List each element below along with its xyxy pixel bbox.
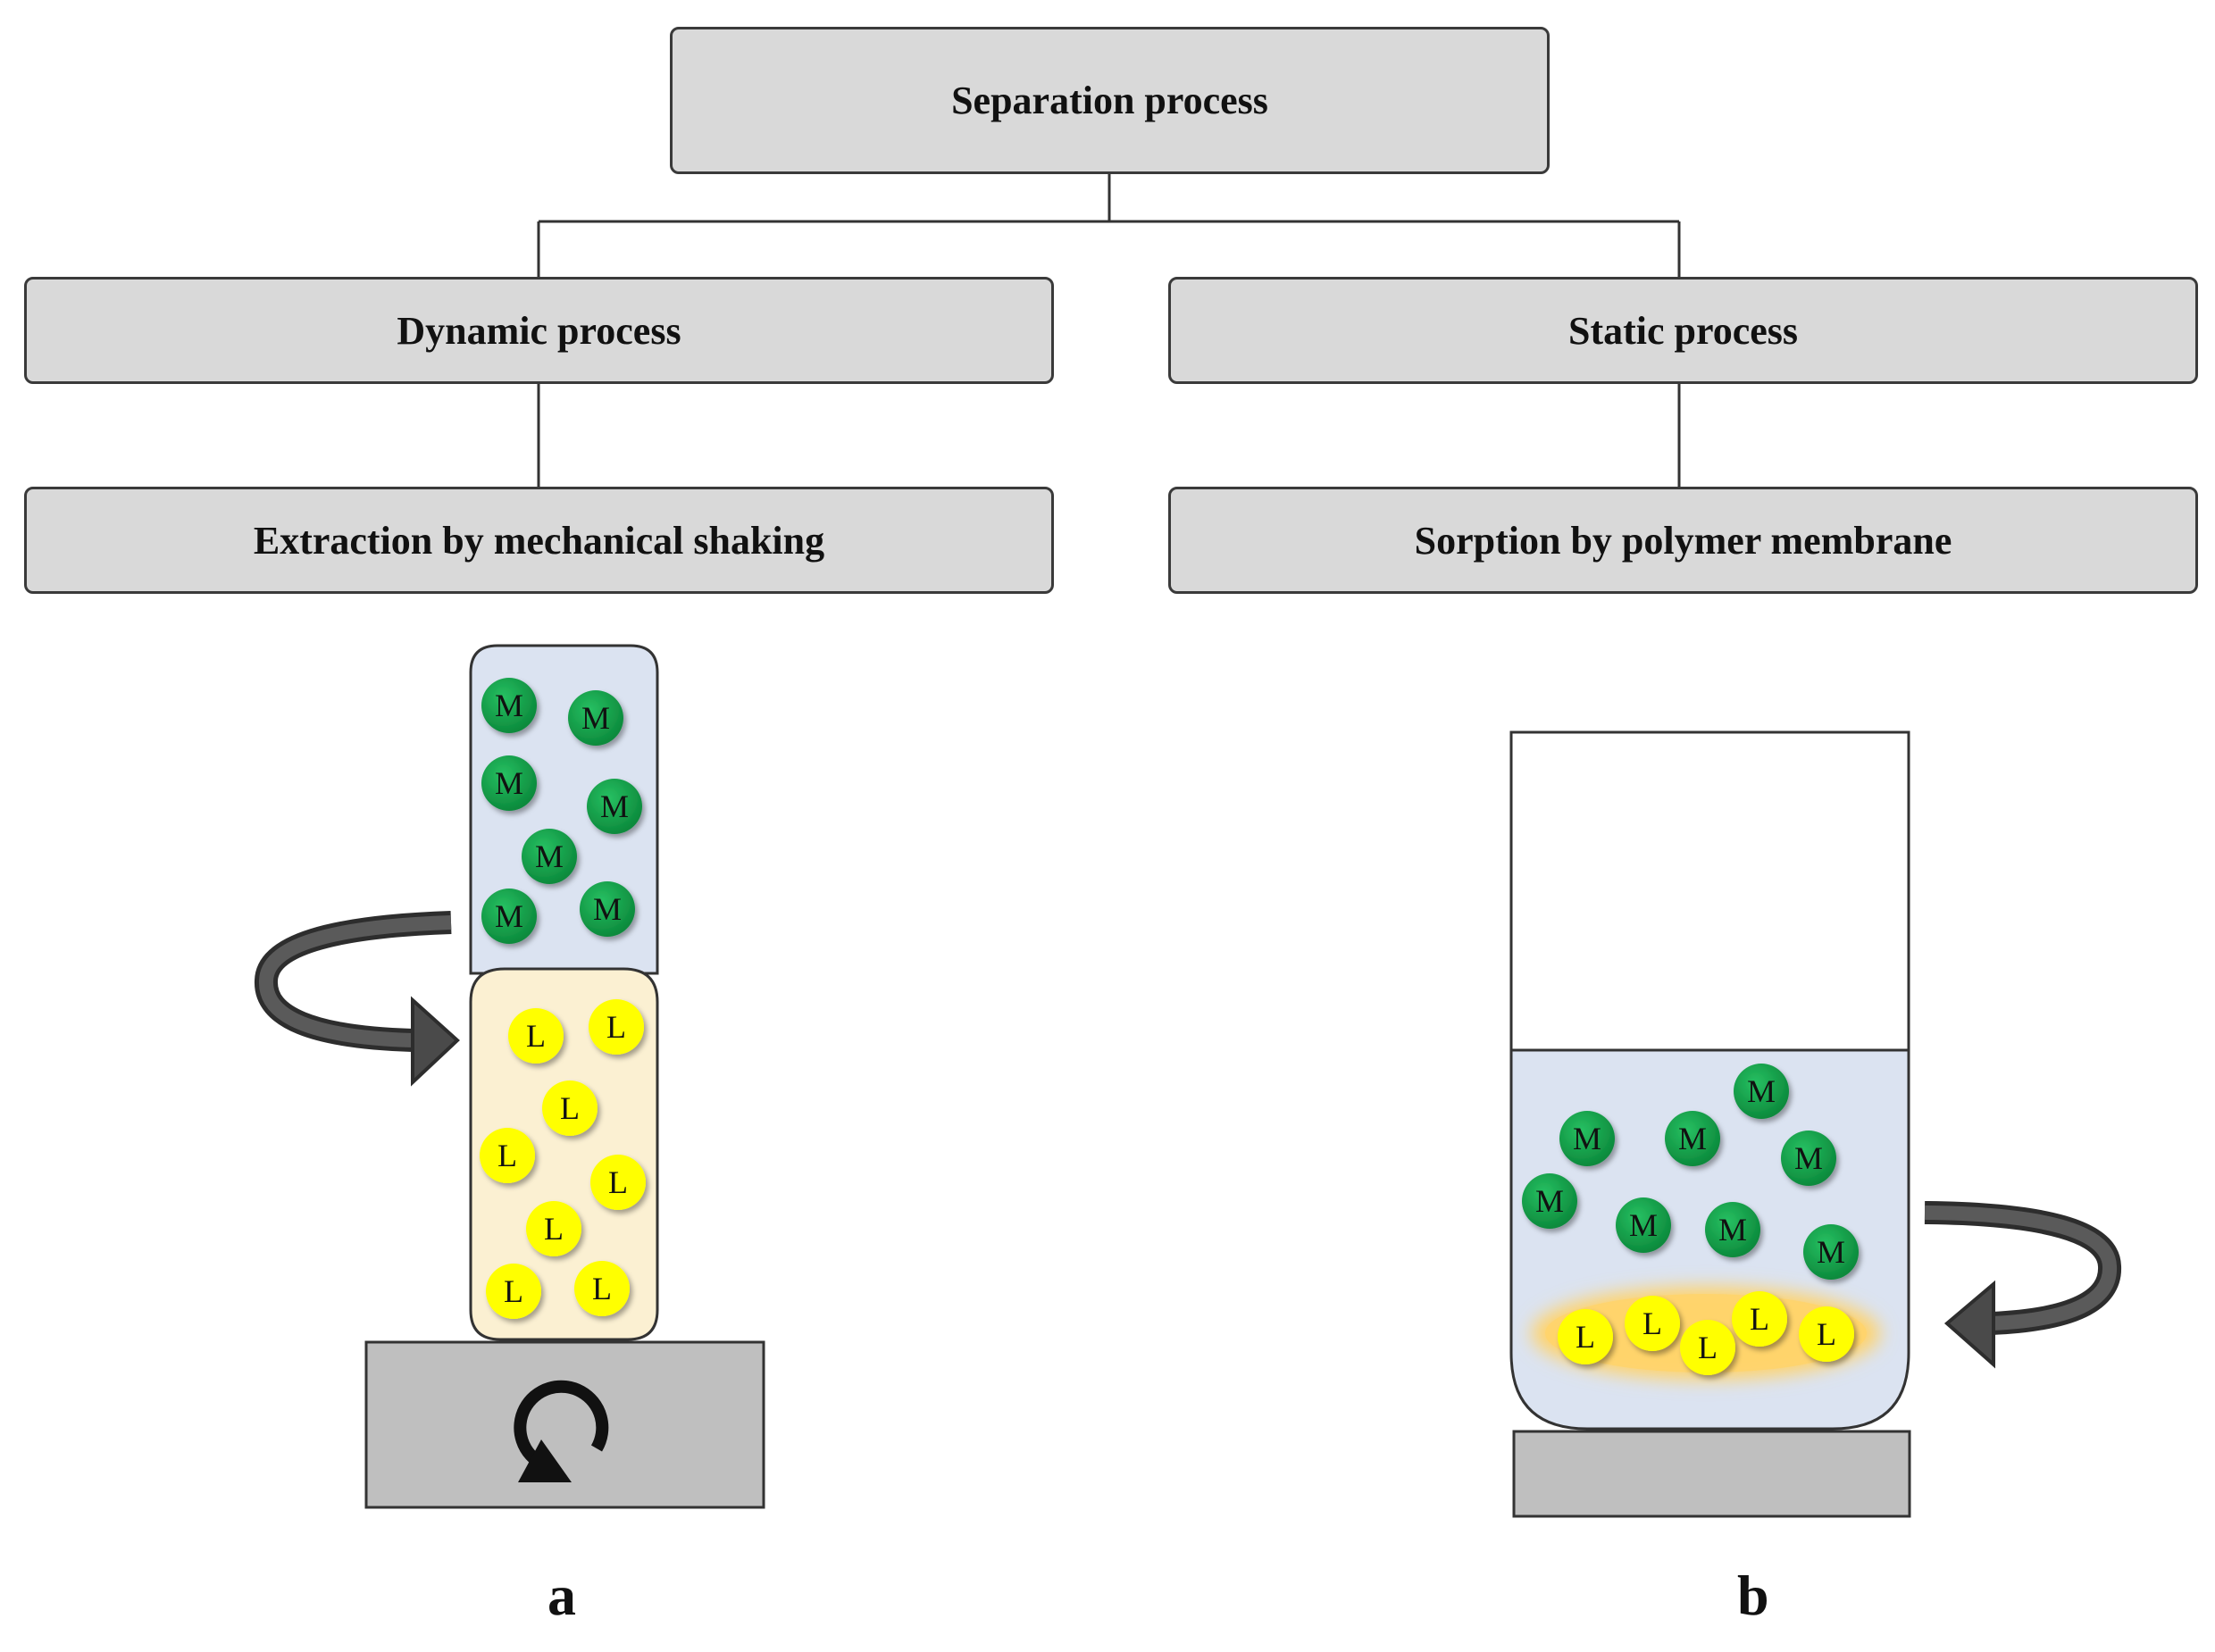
ligand-particle: L — [574, 1261, 630, 1316]
metal-particle: M — [568, 690, 623, 746]
metal-letter: M — [600, 788, 629, 824]
metal-particle: M — [1665, 1111, 1720, 1166]
ligand-letter: L — [606, 1009, 626, 1045]
metal-letter: M — [593, 891, 622, 927]
ligand-particle: L — [1732, 1291, 1787, 1347]
metal-particle: M — [1705, 1202, 1760, 1257]
metal-letter: M — [1817, 1234, 1845, 1270]
metal-particle: M — [481, 678, 537, 733]
metal-letter: M — [1535, 1183, 1564, 1219]
ligand-particle: L — [1799, 1306, 1854, 1362]
ligand-particle: L — [590, 1155, 646, 1210]
ligand-letter: L — [608, 1164, 628, 1200]
metal-letter: M — [1794, 1140, 1823, 1176]
ligand-letter: L — [1576, 1319, 1595, 1355]
panel-a-label: a — [547, 1564, 576, 1627]
dynamic-process-box: Dynamic process — [24, 277, 1054, 384]
ligand-letter: L — [560, 1090, 580, 1126]
metal-letter: M — [495, 688, 523, 723]
separation-process-label: Separation process — [951, 79, 1268, 122]
connector-lines — [537, 174, 1681, 487]
ligand-particle: L — [542, 1080, 598, 1136]
extraction-method-label: Extraction by mechanical shaking — [253, 518, 825, 563]
metal-particle: M — [481, 889, 537, 944]
metal-letter: M — [1573, 1121, 1601, 1156]
beaker-base — [1512, 1430, 1911, 1518]
ligand-particle: L — [1625, 1296, 1680, 1351]
sorption-method-label: Sorption by polymer membrane — [1414, 518, 1952, 563]
metal-particle: M — [1522, 1173, 1577, 1229]
metal-particle: M — [587, 779, 642, 834]
ligand-letter: L — [1750, 1301, 1769, 1337]
lower-phase — [469, 967, 659, 1341]
dynamic-process-label: Dynamic process — [397, 308, 681, 353]
metal-letter: M — [581, 700, 610, 736]
ligand-letter: L — [1817, 1316, 1836, 1352]
ligand-letter: L — [544, 1211, 564, 1247]
ligand-particle: L — [526, 1201, 581, 1256]
ligand-letter: L — [504, 1273, 523, 1309]
ligand-particle: L — [589, 999, 644, 1055]
metal-letter: M — [1747, 1073, 1776, 1109]
ligand-letter: L — [497, 1138, 517, 1173]
ligand-particle: L — [486, 1264, 541, 1319]
ligand-particle: L — [1680, 1320, 1735, 1375]
ligand-letter: L — [1642, 1306, 1662, 1341]
metal-letter: M — [495, 898, 523, 934]
metal-particle: M — [481, 755, 537, 811]
metal-particle: M — [1781, 1131, 1836, 1186]
extraction-method-box: Extraction by mechanical shaking — [24, 487, 1054, 594]
clockwise-circular-arrow-icon — [514, 1380, 609, 1482]
separation-process-box: Separation process — [670, 27, 1550, 174]
metal-particle: M — [522, 829, 577, 884]
metal-letter: M — [495, 765, 523, 801]
rotate-arrow-icon — [1924, 1201, 2121, 1369]
ligand-letter: L — [526, 1018, 546, 1054]
metal-particle: M — [1734, 1064, 1789, 1119]
metal-letter: M — [1629, 1207, 1658, 1243]
panel-b-label: b — [1737, 1564, 1769, 1627]
ligand-particle: L — [508, 1008, 564, 1064]
ligand-letter: L — [592, 1271, 612, 1306]
ligand-particle: L — [1558, 1309, 1613, 1364]
ligand-letter: L — [1698, 1330, 1718, 1365]
metal-particle: M — [1559, 1111, 1615, 1166]
metal-particle: M — [580, 881, 635, 937]
sorption-method-box: Sorption by polymer membrane — [1168, 487, 2198, 594]
static-process-label: Static process — [1567, 308, 1799, 353]
shaker-base — [364, 1340, 765, 1509]
metal-particle: M — [1616, 1197, 1671, 1253]
static-process-box: Static process — [1168, 277, 2198, 384]
metal-letter: M — [535, 839, 564, 874]
metal-letter: M — [1678, 1121, 1707, 1156]
ligand-particle: L — [480, 1128, 535, 1183]
metal-particle: M — [1803, 1224, 1859, 1280]
beaker-empty-part — [1509, 730, 1910, 1052]
metal-letter: M — [1718, 1212, 1747, 1247]
rotate-arrow-icon — [255, 911, 460, 1087]
